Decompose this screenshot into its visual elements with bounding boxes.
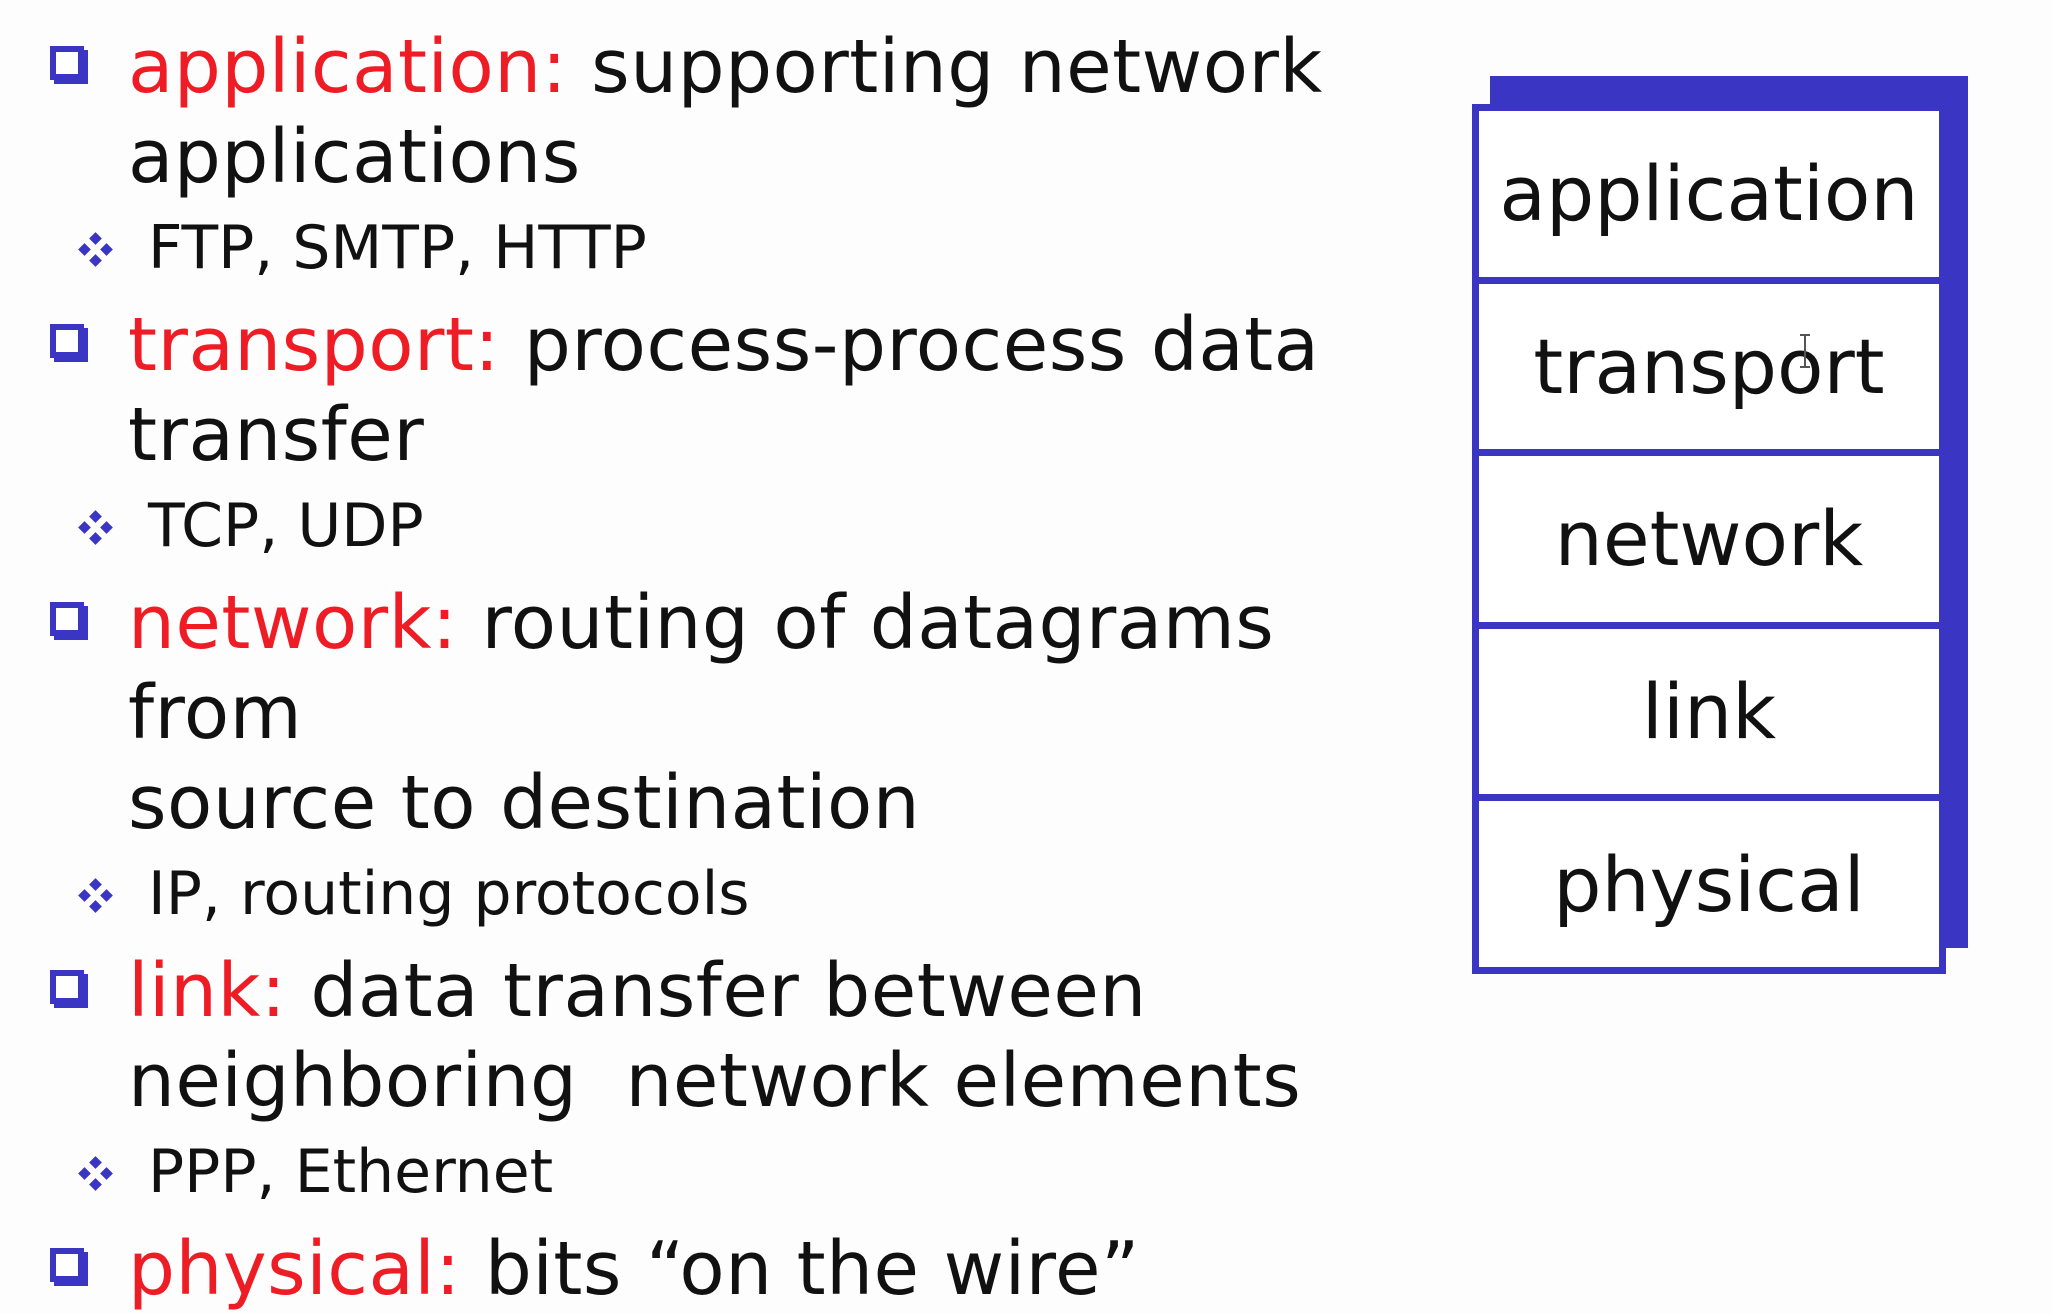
- sub-bullet-network: IP, routing protocols: [48, 850, 1448, 938]
- layer-physical: physical: [1553, 839, 1865, 929]
- bullet-network: network: routing of datagrams from sourc…: [48, 578, 1448, 848]
- bullet-list: application: supporting network applicat…: [48, 22, 1448, 1314]
- square-bullet-icon: [50, 46, 84, 80]
- text-cursor-icon: [1800, 334, 1810, 368]
- bullet-transport: transport: process-process data transfer: [48, 300, 1448, 480]
- bullet-keyword: physical:: [128, 1226, 461, 1312]
- sub-bullet-text: FTP, SMTP, HTTP: [148, 213, 647, 283]
- layer-application: application: [1479, 111, 1939, 284]
- bullet-application: application: supporting network applicat…: [48, 22, 1448, 202]
- sub-bullet-application: FTP, SMTP, HTTP: [48, 204, 1448, 292]
- diamond-bullet-icon: [78, 878, 113, 913]
- layer-transport: transport: [1479, 284, 1939, 457]
- sub-bullet-text: PPP, Ethernet: [148, 1137, 554, 1207]
- square-bullet-icon: [50, 324, 84, 358]
- slide: application: supporting network applicat…: [50, 24, 1968, 1312]
- square-bullet-icon: [50, 1248, 84, 1282]
- bullet-continuation: source to destination: [128, 760, 921, 846]
- bullet-description: supporting network: [591, 24, 1323, 110]
- diamond-bullet-icon: [78, 510, 113, 545]
- diamond-bullet-icon: [78, 232, 113, 267]
- square-bullet-icon: [50, 602, 84, 636]
- square-bullet-icon: [50, 970, 84, 1004]
- protocol-stack: application transport network link physi…: [1472, 104, 1946, 974]
- bullet-continuation: transfer: [128, 392, 425, 478]
- layer-link: link: [1479, 629, 1939, 802]
- bullet-keyword: application:: [128, 24, 568, 110]
- bullet-description: process-process data: [523, 302, 1320, 388]
- bullet-keyword: network:: [128, 580, 458, 666]
- bullet-link: link: data transfer between neighboring …: [48, 946, 1448, 1126]
- sub-bullet-transport: TCP, UDP: [48, 482, 1448, 570]
- bullet-description: bits “on the wire”: [484, 1226, 1140, 1312]
- bullet-description: data transfer between: [310, 948, 1147, 1034]
- sub-bullet-text: TCP, UDP: [148, 491, 424, 561]
- bullet-continuation: applications: [128, 114, 581, 200]
- bullet-physical: physical: bits “on the wire”: [48, 1224, 1448, 1314]
- bullet-keyword: link:: [128, 948, 287, 1034]
- bullet-continuation: neighboring network elements: [128, 1038, 1302, 1124]
- sub-bullet-text: IP, routing protocols: [148, 859, 750, 929]
- sub-bullet-link: PPP, Ethernet: [48, 1128, 1448, 1216]
- bullet-description: routing of datagrams from: [128, 580, 1275, 756]
- layer-network: network: [1479, 456, 1939, 629]
- diamond-bullet-icon: [78, 1156, 113, 1191]
- bullet-keyword: transport:: [128, 302, 500, 388]
